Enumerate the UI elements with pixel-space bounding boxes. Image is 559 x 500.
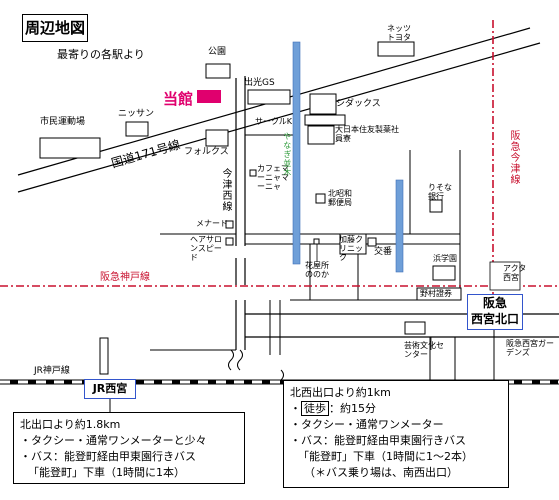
label-meinard: メナード [196, 219, 228, 228]
label-acta: アクタ西宮 [503, 264, 527, 282]
label-kita-shouwa: 北昭和郵便局 [328, 189, 352, 207]
label-hankyu-gardens: 阪急西宮ガーデンズ [506, 339, 554, 357]
route171-line-b [17, 42, 541, 193]
walk-label: 徒歩 [301, 401, 329, 416]
label-hamagaku: 浜学園 [433, 254, 457, 263]
hankyu-station-line2: 西宮北口 [470, 312, 519, 326]
label-shimin-undoujou: 市民運動場 [40, 117, 86, 127]
info-jr-bus-stop: 「能登町」下車（1時間に1本） [28, 466, 185, 479]
label-cafe: カフェマーニャマーニャ [257, 164, 289, 191]
label-imazu-nishi: 今津西線 [220, 168, 231, 212]
info-hankyu-taxi: ・タクシー・通常ワンメーター [290, 418, 444, 431]
info-jr-taxi: ・タクシー・通常ワンメーターと少々 [20, 434, 207, 447]
label-circle-k: サークルK [255, 117, 293, 126]
label-nissan: ニッサン [118, 109, 155, 119]
info-hankyu-bus-note: （＊バス乗り場は、南西出口） [304, 466, 458, 479]
label-resona: りそな銀行 [428, 183, 452, 201]
label-hair-salon: ヘアサロンスピード [190, 235, 222, 262]
station-hankyu-nishinomiya-kitaguchi: 阪急 西宮北口 [467, 294, 523, 330]
map-subtitle: 最寄りの各駅より [57, 48, 145, 61]
label-forks: フォルクス [184, 147, 229, 157]
station-jr-nishinomiya: JR西宮 [84, 379, 136, 399]
info-box-jr: 北出口より約1.8km ・タクシー・通常ワンメーターと少々 ・バス：能登町経由甲… [13, 412, 245, 484]
river-yanagi [292, 41, 301, 265]
label-dainippon: 大日本住友製薬社員寮 [335, 125, 399, 143]
info-box-hankyu: 北西出口より約1km ・徒歩：約15分 ・タクシー・通常ワンメーター ・バス：能… [283, 380, 509, 488]
map-title: 周辺地図 [22, 14, 88, 42]
info-hankyu-bus: ・バス：能登町経由甲東園行きバス [290, 434, 466, 447]
label-kouen: 公園 [208, 47, 227, 57]
label-hanaya: 花屋所ののか [305, 261, 329, 279]
label-kouban: 交番 [374, 247, 393, 257]
river-branch [395, 179, 404, 273]
label-nomura: 野村證券 [420, 289, 452, 298]
label-hankyu-kobe: 阪急神戸線 [100, 272, 150, 283]
label-hankyu-imazu: 阪急今津線 [508, 130, 519, 185]
label-jr-kobe: JR神戸線 [34, 366, 70, 376]
hotel-marker [197, 90, 221, 103]
hankyu-station-line1: 阪急 [482, 296, 507, 310]
info-jr-bus: ・バス：能登町経由甲東園行きバス [20, 450, 196, 463]
label-katou-clinic: 加藤クリニック [339, 235, 363, 262]
info-hankyu-walk: ・徒歩：約15分 [290, 401, 376, 416]
info-hankyu-head: 北西出口より約1km [290, 386, 391, 399]
label-idemitsu: 出光GS [244, 78, 275, 88]
label-yanagi: やなぎ並木 [282, 132, 292, 177]
label-geijutsu: 芸術文化センター [404, 341, 444, 359]
info-jr-head: 北出口より約1.8km [20, 418, 121, 431]
info-hankyu-bus-stop: 「能登町」下車（1時間に1～2本） [298, 450, 473, 463]
label-sidax: シダックス [336, 99, 381, 109]
label-netz: ネッツトヨタ [387, 24, 411, 42]
hotel-label: 当館 [163, 90, 194, 108]
